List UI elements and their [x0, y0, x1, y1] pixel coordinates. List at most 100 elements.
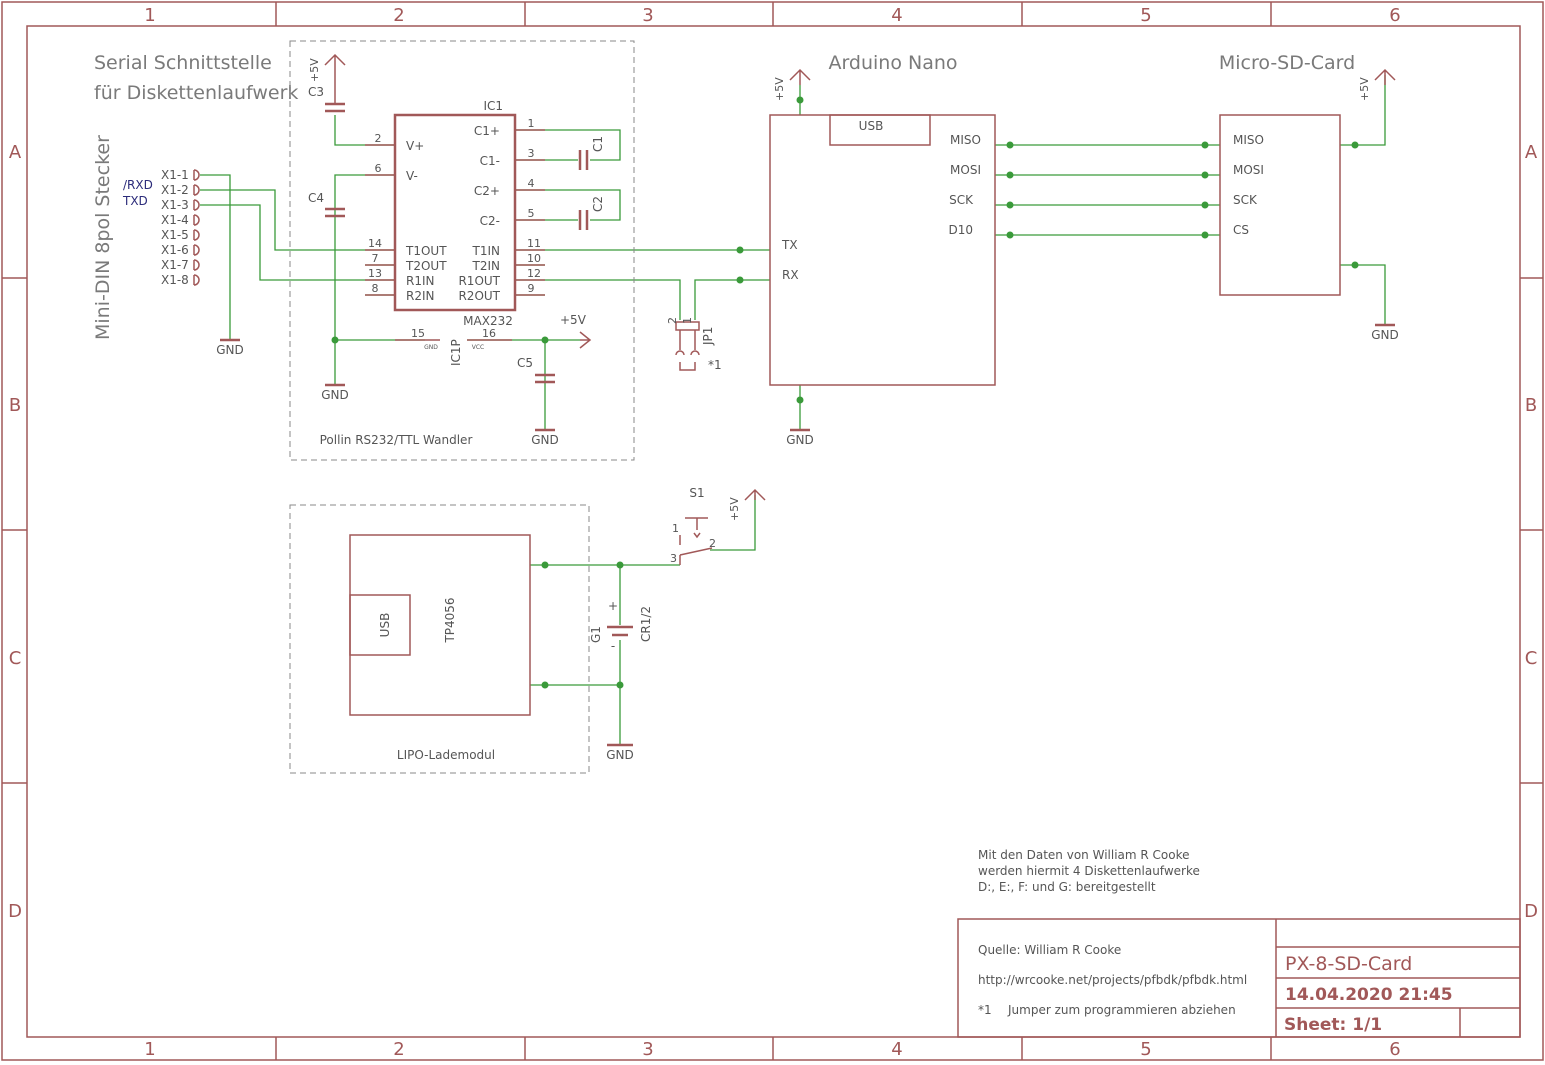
tp4056-label: TP4056	[443, 597, 457, 643]
connector-pin-label: X1-5	[161, 228, 189, 242]
ic1p-name: IC1P	[449, 339, 463, 366]
col-label-bottom: 6	[1389, 1039, 1400, 1060]
arduino-vcc-label: +5V	[773, 77, 786, 101]
arduino-pin-mosi: MOSI	[950, 163, 981, 177]
tb-sheet: Sheet: 1/1	[1284, 1015, 1382, 1035]
col-label-top: 2	[393, 5, 404, 26]
ic1-pin-num: 6	[375, 162, 382, 175]
battery-name: G1	[589, 626, 603, 643]
col-label-top: 3	[642, 5, 653, 26]
ic1p-pin-num: 16	[482, 327, 496, 340]
lipo-label: LIPO-Lademodul	[397, 748, 495, 762]
ic1-pin-num: 10	[527, 252, 541, 265]
c4-gnd-label: GND	[321, 388, 349, 402]
col-label-top: 4	[891, 5, 902, 26]
pollin-label: Pollin RS232/TTL Wandler	[320, 433, 473, 447]
battery-value: CR1/2	[639, 606, 653, 642]
connector-pin-label: X1-4	[161, 213, 189, 227]
connector-pin-label: X1-6	[161, 243, 189, 257]
wires	[200, 75, 1386, 745]
txd-label: TXD	[122, 194, 148, 208]
ic1-pin-label: C2-	[480, 214, 500, 228]
arduino-pin-sck: SCK	[949, 193, 974, 207]
s1-pin2: 2	[709, 537, 716, 550]
arduino-pin-d10: D10	[948, 223, 973, 237]
junctions	[331, 96, 1359, 689]
connector-title: Mini-DIN 8pol Stecker	[92, 135, 114, 340]
arduino-pin-rx: RX	[782, 268, 799, 282]
ic1p-gnd-label: GND	[424, 344, 438, 351]
tb-note-mark: *1	[978, 1003, 992, 1017]
note-line3: D:, E:, F: und G: bereitgestellt	[978, 880, 1156, 894]
ic1-pin-label: C1+	[474, 124, 500, 138]
note-line1: Mit den Daten von William R Cooke	[978, 848, 1190, 862]
row-label-left: A	[9, 142, 22, 163]
ic1-pin-num: 9	[528, 282, 535, 295]
s1-name: S1	[689, 486, 704, 500]
col-label-top: 6	[1389, 5, 1400, 26]
c3-vcc-label: +5V	[308, 58, 321, 82]
ic1-part: MAX232	[463, 314, 513, 328]
connector-x1: X1-1 X1-2 X1-3 X1-4 X1-5 X1-6 X1-7 X1-8 …	[122, 168, 244, 357]
sd-pin-miso: MISO	[1233, 133, 1264, 147]
pollin-module: Pollin RS232/TTL Wandler IC1 MAX232 2 V+…	[289, 40, 635, 461]
battery-plus: +	[608, 599, 618, 613]
s1-pin1: 1	[672, 522, 679, 535]
ic1-pin-label: C2+	[474, 184, 500, 198]
jp1-name: JP1	[701, 327, 715, 346]
tb-note-text: Jumper zum programmieren abziehen	[1007, 1003, 1236, 1017]
ic1-pin-label: C1-	[480, 154, 500, 168]
ic1-pin-num: 7	[372, 252, 379, 265]
arduino-gnd-label: GND	[786, 433, 814, 447]
tb-project: PX-8-SD-Card	[1285, 953, 1412, 975]
lipo-usb-label: USB	[378, 613, 392, 638]
c3-label: C3	[308, 85, 324, 99]
ic1-pin-num: 14	[368, 237, 382, 250]
serial-title-line1: Serial Schnittstelle	[94, 52, 272, 74]
ic1-pin-label: R1OUT	[458, 274, 500, 288]
sd-vcc-label: +5V	[1358, 77, 1371, 101]
ic1-pin-label: T1OUT	[405, 244, 447, 258]
row-label-left: C	[9, 648, 22, 669]
col-label-bottom: 5	[1140, 1039, 1151, 1060]
c2-label: C2	[591, 196, 605, 212]
tb-url: http://wrcooke.net/projects/pfbdk/pfbdk.…	[978, 973, 1247, 987]
lipo-module: LIPO-Lademodul USB TP4056 + - G1 CR1/2 G…	[289, 504, 653, 774]
sd-gnd-label: GND	[1371, 328, 1399, 342]
sdcard-title: Micro-SD-Card	[1219, 52, 1355, 74]
row-label-right: B	[1525, 395, 1537, 416]
connector-pin-label: X1-3	[161, 198, 189, 212]
c5-label: C5	[517, 356, 533, 370]
tb-source: Quelle: William R Cooke	[978, 943, 1121, 957]
lipo-gnd-label: GND	[606, 748, 634, 762]
battery-minus: -	[611, 639, 615, 653]
design-notes: Mit den Daten von William R Cooke werden…	[978, 848, 1200, 894]
c4-label: C4	[308, 191, 324, 205]
ic1-name: IC1	[483, 99, 503, 113]
ic1-pin-label: R2IN	[406, 289, 435, 303]
jumper-jp1: 2 1 JP1 *1	[666, 317, 722, 372]
ic1-pin-label: T2IN	[472, 259, 500, 273]
ic1-pin-num: 3	[528, 147, 535, 160]
ic1-pin-num: 2	[375, 132, 382, 145]
ic1p-vcc-label: VCC	[472, 344, 484, 351]
jp1-pin2: 2	[666, 317, 679, 324]
connector-pin-label: X1-1	[161, 168, 189, 182]
ic1-pin-num: 5	[528, 207, 535, 220]
ic1-pin-label: T1IN	[472, 244, 500, 258]
ic1p-vcc-supply: +5V	[560, 313, 587, 327]
arduino-title: Arduino Nano	[828, 52, 957, 74]
switch-s1: S1 1 2 3 +5V	[670, 486, 766, 565]
sd-pin-cs: CS	[1233, 223, 1249, 237]
gnd-label: GND	[216, 343, 244, 357]
micro-sd-card: MISO MOSI SCK CS +5V GND	[1219, 68, 1399, 342]
sd-pin-mosi: MOSI	[1233, 163, 1264, 177]
col-label-top: 5	[1140, 5, 1151, 26]
serial-title-line2: für Diskettenlaufwerk	[94, 82, 298, 104]
col-label-bottom: 4	[891, 1039, 902, 1060]
ic1-pin-label: R2OUT	[458, 289, 500, 303]
s1-pin3: 3	[670, 552, 677, 565]
arduino-pin-miso: MISO	[950, 133, 981, 147]
note-line2: werden hiermit 4 Diskettenlaufwerke	[978, 864, 1200, 878]
